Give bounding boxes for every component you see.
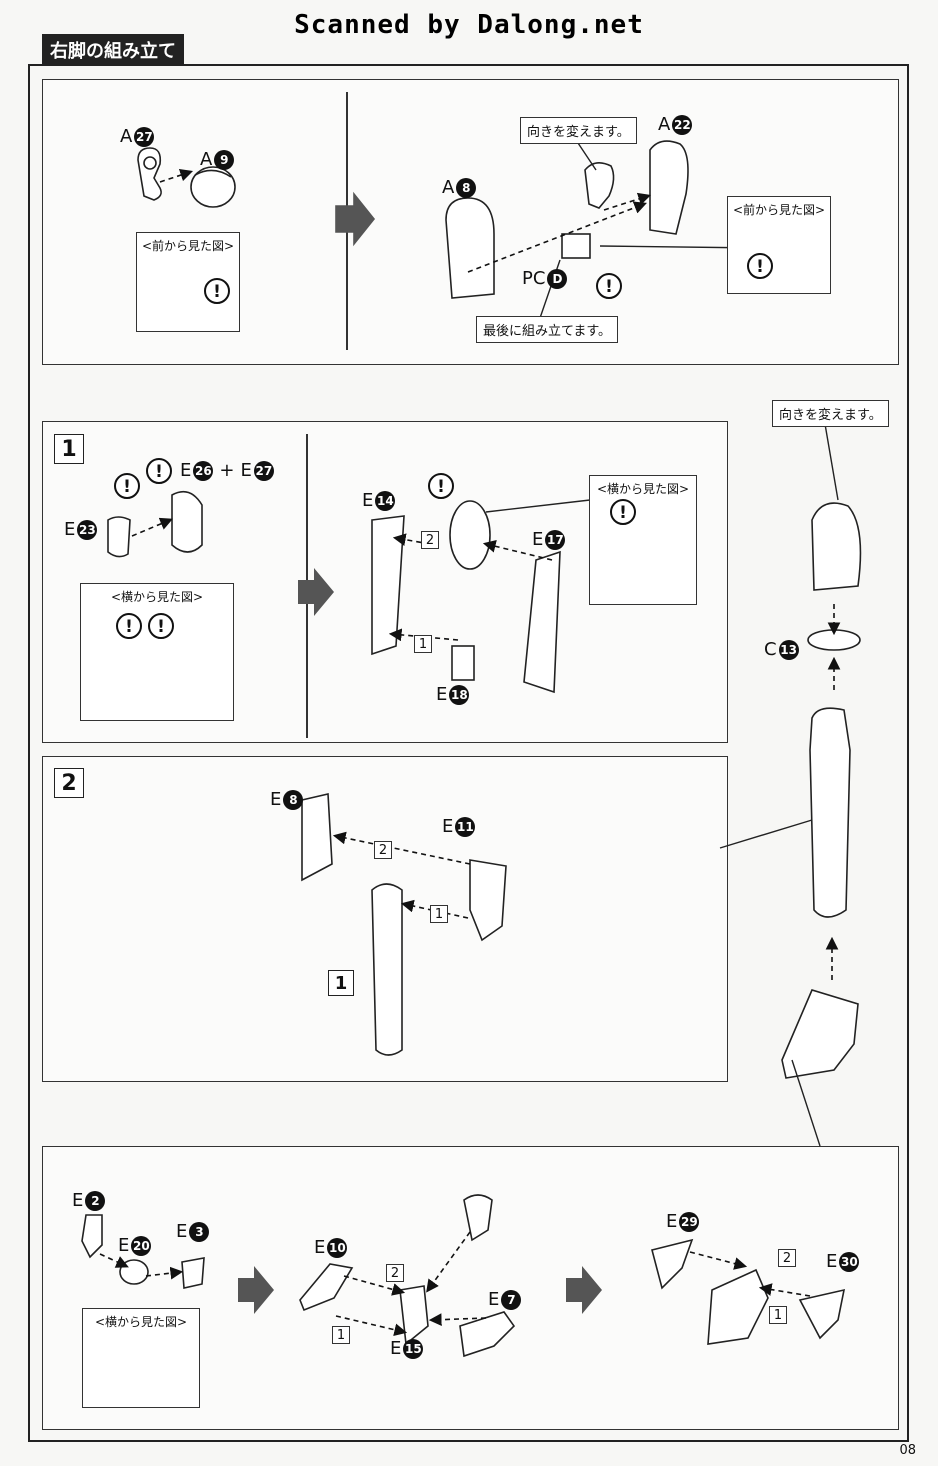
order-box: 1: [332, 1326, 350, 1344]
view-caption: <横から見た図>: [94, 1315, 188, 1329]
warning-icon: !: [148, 613, 174, 639]
order-box: 1: [769, 1306, 787, 1324]
view-caption: <前から見た図>: [141, 239, 235, 253]
view-caption: <前から見た図>: [732, 203, 826, 217]
warning-icon: !: [428, 473, 454, 499]
callout-turn: 向きを変えます。: [772, 400, 889, 427]
view-box-side-2: <横から見た図>: [80, 583, 234, 721]
order-box: 1: [430, 905, 448, 923]
step-number-1: 1: [54, 434, 84, 464]
page-number: 08: [899, 1443, 916, 1458]
order-box: 2: [374, 841, 392, 859]
warning-icon: !: [204, 278, 230, 304]
warning-icon: !: [596, 273, 622, 299]
section-title: 右脚の組み立て: [42, 34, 184, 66]
callout-assemble-last: 最後に組み立てます。: [476, 316, 619, 343]
warning-icon: !: [146, 458, 172, 484]
order-box: 1: [414, 635, 432, 653]
warning-icon: !: [116, 613, 142, 639]
warning-icon: !: [747, 253, 773, 279]
warning-icon: !: [114, 473, 140, 499]
step-number-2: 2: [54, 768, 84, 798]
order-box: 2: [386, 1264, 404, 1282]
view-box-side-1: <横から見た図>: [589, 475, 697, 605]
warning-icon: !: [610, 499, 636, 525]
order-box: 2: [778, 1249, 796, 1267]
view-box-side-3: <横から見た図>: [82, 1308, 200, 1408]
subassembly-1-marker: 1: [328, 970, 354, 996]
callout-turn: 向きを変えます。: [520, 117, 637, 144]
order-box: 2: [421, 531, 439, 549]
view-box-front-2: <前から見た図>: [727, 196, 831, 294]
view-caption: <横から見た図>: [110, 590, 204, 604]
page-frame: [28, 64, 909, 1442]
scanner-watermark: Scanned by Dalong.net: [294, 10, 644, 40]
view-caption: <横から見た図>: [596, 482, 690, 496]
